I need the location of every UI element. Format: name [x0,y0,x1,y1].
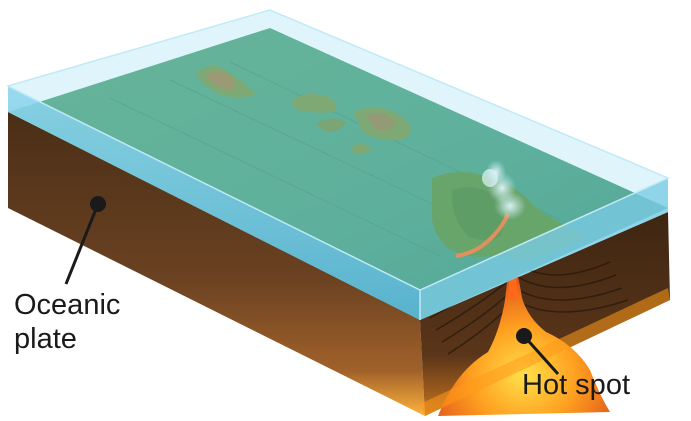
water-right-face [420,178,668,320]
island-middle-1 [290,94,337,113]
hot-spot-leader [516,328,560,376]
crust-front-face [8,112,425,416]
oceanic-plate-label: Oceanic plate [14,288,120,356]
hot-spot-label: Hot spot [522,369,630,401]
oceanic-plate-label-line1: Oceanic [14,289,121,321]
water-front-face [8,86,420,320]
lava-flow [455,213,510,258]
water-edges [5,9,670,320]
oceanic-plate-label-line2: plate [14,323,77,355]
island-small [350,144,372,155]
bottom-glow [420,288,670,416]
water-surface [8,10,668,290]
island-middle-2 [316,118,346,132]
island-chain [196,65,411,155]
steam-plume [482,160,526,220]
oceanic-plate-leader [64,196,106,285]
